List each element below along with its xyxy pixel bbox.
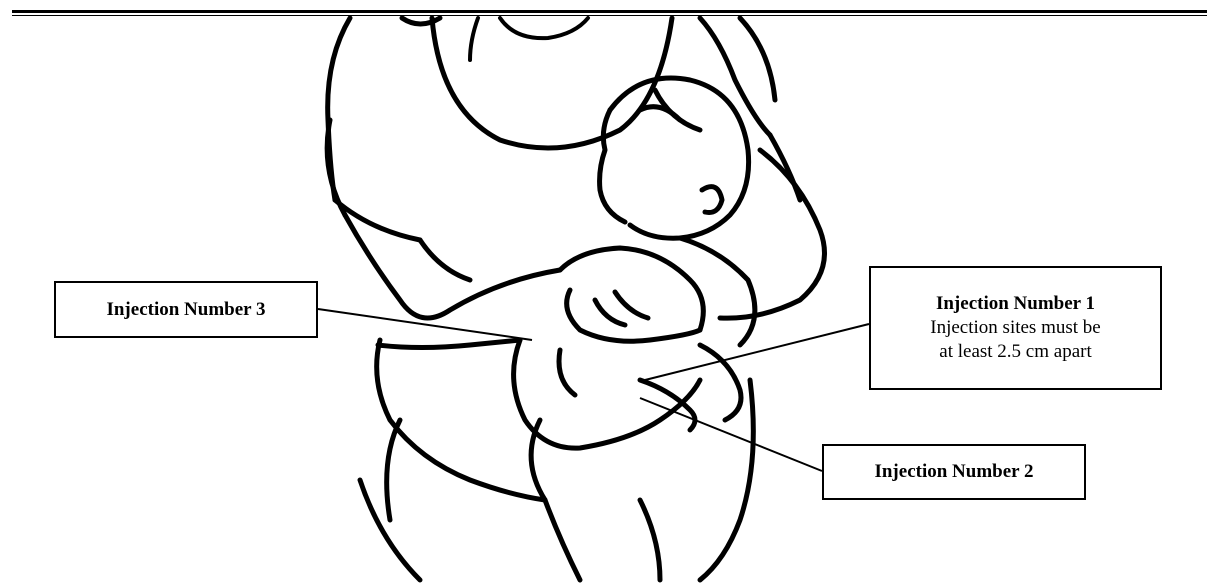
label-injection-2-title: Injection Number 2 (874, 460, 1033, 484)
mother-face (470, 18, 588, 60)
leader-line-injection-3 (318, 309, 532, 340)
label-injection-1: Injection Number 1 Injection sites must … (869, 266, 1162, 390)
label-injection-1-title: Injection Number 1 (936, 292, 1095, 316)
label-injection-3-title: Injection Number 3 (106, 298, 265, 322)
label-injection-2: Injection Number 2 (822, 444, 1086, 500)
label-injection-1-note-line-1: Injection sites must be (930, 316, 1100, 340)
label-injection-3: Injection Number 3 (54, 281, 318, 338)
baby-body (560, 238, 755, 345)
leader-line-injection-1 (645, 324, 869, 380)
mother-shirt (327, 18, 775, 240)
label-injection-1-note-line-2: at least 2.5 cm apart (939, 340, 1091, 364)
mother-lap (360, 340, 753, 580)
baby-head (600, 78, 749, 238)
leader-line-injection-2 (640, 398, 822, 471)
